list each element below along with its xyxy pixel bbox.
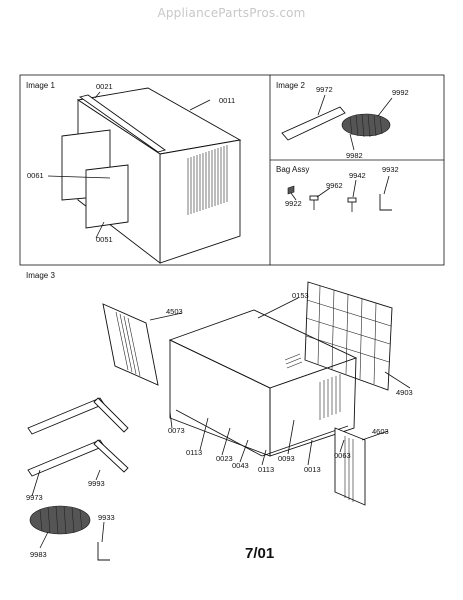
side-curtain-right [334,427,366,506]
label-9993: 9993 [88,479,105,488]
label-9972: 9972 [316,85,333,94]
image1-leaders [47,91,211,239]
site-watermark: AppliancePartsPros.com [157,6,306,20]
label-0093: 0093 [278,454,295,463]
label-9932: 9932 [382,165,399,174]
panel-frames [19,74,445,266]
image3-title: Image 3 [26,271,55,280]
side-panels [61,129,129,229]
label-4603: 4603 [372,427,389,436]
top-rail [78,94,167,153]
image3-leaders [31,297,411,549]
label-0023: 0023 [216,454,233,463]
side-curtain-left [102,303,159,386]
label-0013: 0013 [304,465,321,474]
label-9992: 9992 [392,88,409,97]
label-9933: 9933 [98,513,115,522]
label-0063: 0063 [334,451,351,460]
bag-assy-title: Bag Assy [276,165,309,174]
label-4903: 4903 [396,388,413,397]
support-brackets [27,397,129,477]
chassis-cabinet [168,309,358,457]
label-0051: 0051 [96,235,113,244]
label-9982: 9982 [346,151,363,160]
label-9942: 9942 [349,171,366,180]
label-0043: 0043 [232,461,249,470]
label-0021: 0021 [96,82,113,91]
label-0073: 0073 [168,426,185,435]
label-0113-right: 0113 [258,465,274,474]
revision-date: 7/01 [245,545,274,562]
label-9922: 9922 [285,199,302,208]
label-0061: 0061 [27,171,44,180]
image2-title: Image 2 [276,81,305,90]
rear-grille [304,281,393,391]
label-9962: 9962 [326,181,343,190]
mounting-bracket [97,542,110,561]
label-0113-left: 0113 [186,448,202,457]
label-4503: 4503 [166,307,183,316]
image2-parts [281,94,393,151]
bag-assy-parts [287,175,392,212]
label-9983: 9983 [30,550,47,559]
label-0153: 0153 [292,291,309,300]
coiled-hose [29,505,91,535]
label-0011: 0011 [219,96,235,105]
image1-title: Image 1 [26,81,55,90]
label-9973: 9973 [26,493,43,502]
